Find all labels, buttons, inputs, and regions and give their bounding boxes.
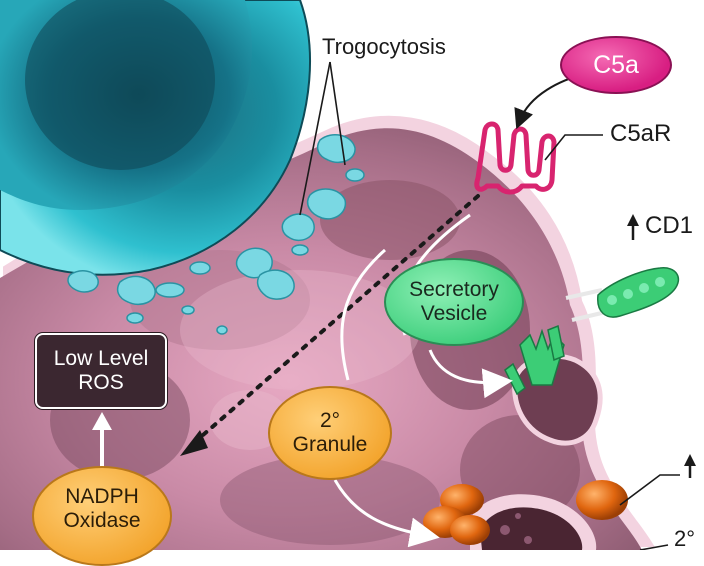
low-level-ros-label: Low Level ROS xyxy=(35,333,167,409)
illustration xyxy=(0,0,696,550)
c5ar-receptor xyxy=(474,121,557,195)
nadph-line1: NADPH xyxy=(65,485,139,509)
ros-line2: ROS xyxy=(78,371,124,394)
secretory-line2: Vesicle xyxy=(420,302,488,325)
parasite xyxy=(0,0,312,276)
c5a-text: C5a xyxy=(593,51,639,79)
cd11-protein xyxy=(565,267,680,322)
granule-line2: Granule xyxy=(292,433,368,456)
cd1-label: CD1 xyxy=(645,212,694,239)
ros-line1: Low Level xyxy=(53,347,149,371)
trogocytosis-label: Trogocytosis xyxy=(322,34,446,59)
trogocytosis-fragments xyxy=(67,133,365,335)
c5a-label: C5a xyxy=(560,36,672,94)
nadph-line2: Oxidase xyxy=(63,509,141,532)
granule-label: 2° Granule xyxy=(268,386,392,480)
secretory-line1: Secretory xyxy=(409,278,499,302)
secretory-vesicle-label: Secretory Vesicle xyxy=(384,258,524,346)
c5ar-label: C5aR xyxy=(610,120,672,147)
bottom-right-label: 2° xyxy=(674,526,696,551)
dotted-arrow-icon xyxy=(193,194,480,444)
granule-line1: 2° xyxy=(319,409,341,433)
nadph-oxidase-label: NADPH Oxidase xyxy=(32,466,172,566)
leader-lines xyxy=(299,61,680,550)
